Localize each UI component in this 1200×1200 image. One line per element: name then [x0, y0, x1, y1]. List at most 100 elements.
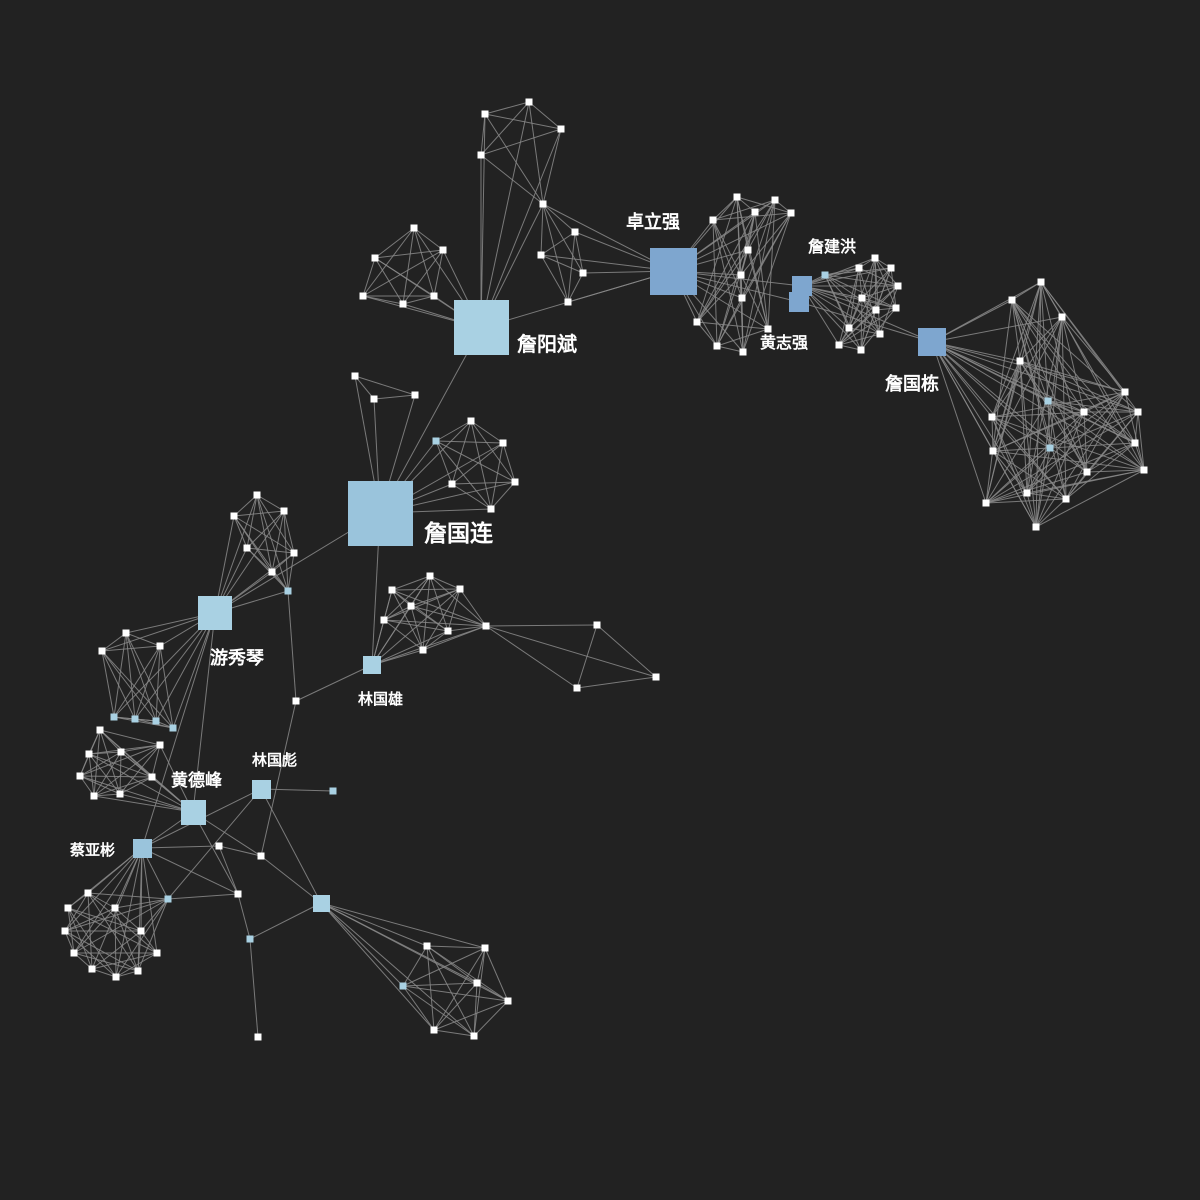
node-gd-east-4[interactable] [1044, 397, 1052, 405]
node-south-mesh-6[interactable] [470, 1032, 478, 1040]
node-yx-left-1[interactable] [98, 647, 106, 655]
node-top-2[interactable] [557, 125, 565, 133]
node-jh-right-11[interactable] [857, 346, 865, 354]
node-yb-right-3[interactable] [564, 298, 572, 306]
node-yx-left-4[interactable] [131, 715, 139, 723]
node-yb-below-0[interactable] [351, 372, 359, 380]
node-bridge-3[interactable] [215, 842, 223, 850]
node-bridge-2[interactable] [257, 852, 265, 860]
node-zq-right-0[interactable] [733, 193, 741, 201]
node-tri-2[interactable] [652, 673, 660, 681]
node-yb-below-1[interactable] [370, 395, 378, 403]
node-bridge-6[interactable] [254, 1033, 262, 1041]
node-south-mesh-0[interactable] [423, 942, 431, 950]
node-jh-right-4[interactable] [894, 282, 902, 290]
node-jh-right-0[interactable] [871, 254, 879, 262]
node-gl-below-1[interactable] [388, 586, 396, 594]
node-zq-right-3[interactable] [771, 196, 779, 204]
node-gl-below-6[interactable] [419, 646, 427, 654]
node-south-mesh-3[interactable] [473, 979, 481, 987]
node-yx-left-0[interactable] [122, 629, 130, 637]
node-gl-below-0[interactable] [426, 572, 434, 580]
node-nw-yangbin-0[interactable] [410, 224, 418, 232]
node-gl-right-4[interactable] [511, 478, 519, 486]
node-jh-right-10[interactable] [876, 330, 884, 338]
node-gd-east-3[interactable] [1016, 357, 1024, 365]
node-gd-east-14[interactable] [1023, 489, 1031, 497]
node-tri-0[interactable] [482, 622, 490, 630]
node-gd-east-5[interactable] [1121, 388, 1129, 396]
node-zhan-yangbin[interactable] [454, 300, 509, 355]
node-cy-bottom-2[interactable] [64, 904, 72, 912]
node-gl-below-4[interactable] [380, 616, 388, 624]
node-nw-yangbin-1[interactable] [371, 254, 379, 262]
node-big-left-7[interactable] [96, 726, 104, 734]
node-gd-east-8[interactable] [988, 413, 996, 421]
node-top-3[interactable] [477, 151, 485, 159]
node-cy-bottom-5[interactable] [153, 949, 161, 957]
node-yx-left-3[interactable] [110, 713, 118, 721]
node-jh-right-6[interactable] [858, 294, 866, 302]
node-cy-bottom-4[interactable] [61, 927, 69, 935]
node-big-left-2[interactable] [76, 772, 84, 780]
node-jh-right-5[interactable] [872, 306, 880, 314]
node-gd-east-2[interactable] [1058, 313, 1066, 321]
node-gl-left-6[interactable] [284, 587, 292, 595]
node-bridge-4[interactable] [234, 890, 242, 898]
node-cy-bottom-7[interactable] [134, 967, 142, 975]
node-yx-left-2[interactable] [156, 642, 164, 650]
node-bridge-0[interactable] [292, 697, 300, 705]
node-gl-left-3[interactable] [243, 544, 251, 552]
node-gl-right-3[interactable] [448, 480, 456, 488]
node-big-left-3[interactable] [148, 773, 156, 781]
node-gl-right-2[interactable] [432, 437, 440, 445]
node-gd-east-0[interactable] [1037, 278, 1045, 286]
node-you-xiuqin[interactable] [198, 596, 232, 630]
node-jh-right-8[interactable] [892, 304, 900, 312]
node-top-1[interactable] [525, 98, 533, 106]
node-gd-east-11[interactable] [989, 447, 997, 455]
node-south-mesh-2[interactable] [399, 982, 407, 990]
node-jh-right-3[interactable] [821, 271, 829, 279]
node-zq-right-5[interactable] [744, 246, 752, 254]
node-yb-right-1[interactable] [537, 251, 545, 259]
node-huang-zhiqiang[interactable] [789, 292, 809, 312]
node-nw-yangbin-2[interactable] [439, 246, 447, 254]
node-yx-left-5[interactable] [152, 717, 160, 725]
node-cy-bottom-1[interactable] [111, 904, 119, 912]
node-south-mesh-4[interactable] [504, 997, 512, 1005]
node-zq-right-11[interactable] [764, 325, 772, 333]
node-yb-right-4[interactable] [539, 200, 547, 208]
node-big-left-6[interactable] [156, 741, 164, 749]
node-zq-right-2[interactable] [751, 208, 759, 216]
node-jh-right-7[interactable] [845, 324, 853, 332]
node-cy-bottom-3[interactable] [137, 927, 145, 935]
node-big-left-0[interactable] [85, 750, 93, 758]
node-bridge-1[interactable] [329, 787, 337, 795]
node-gl-left-1[interactable] [230, 512, 238, 520]
node-jh-right-9[interactable] [835, 341, 843, 349]
node-gl-right-1[interactable] [499, 439, 507, 447]
node-cy-bottom-9[interactable] [112, 973, 120, 981]
node-gd-east-10[interactable] [1131, 439, 1139, 447]
node-gd-east-12[interactable] [1140, 466, 1148, 474]
node-nw-yangbin-5[interactable] [430, 292, 438, 300]
node-yb-below-2[interactable] [411, 391, 419, 399]
node-zq-right-10[interactable] [739, 348, 747, 356]
node-tri-3[interactable] [573, 684, 581, 692]
node-zq-right-8[interactable] [693, 318, 701, 326]
node-zhan-guolian[interactable] [348, 481, 413, 546]
node-gd-east-16[interactable] [982, 499, 990, 507]
node-lin-guoxiong[interactable] [363, 656, 381, 674]
node-gd-east-15[interactable] [1062, 495, 1070, 503]
node-big-left-1[interactable] [117, 748, 125, 756]
node-cy-bottom-0[interactable] [84, 889, 92, 897]
node-cy-bottom-10[interactable] [164, 895, 172, 903]
node-top-0[interactable] [481, 110, 489, 118]
node-gl-right-5[interactable] [487, 505, 495, 513]
node-zq-right-4[interactable] [787, 209, 795, 217]
node-huang-defeng[interactable] [181, 800, 206, 825]
node-gd-east-1[interactable] [1008, 296, 1016, 304]
node-zq-right-6[interactable] [737, 271, 745, 279]
node-zq-right-7[interactable] [738, 294, 746, 302]
